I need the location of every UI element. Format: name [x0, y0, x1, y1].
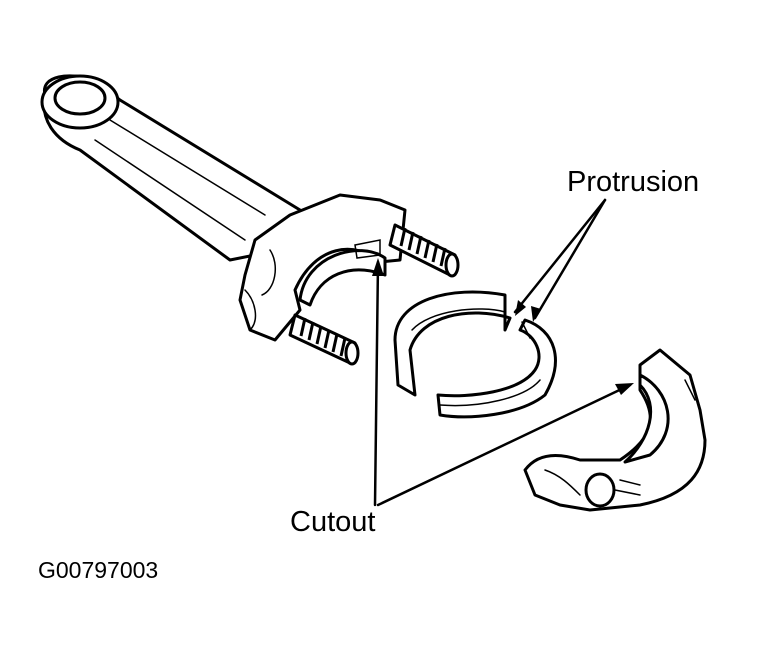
rod-cap	[523, 348, 707, 512]
lower-rod-bolt	[288, 313, 360, 366]
cutout-arrowhead-1	[372, 258, 384, 276]
bearing-shells	[393, 290, 557, 419]
upper-bearing-shell	[393, 290, 512, 397]
lower-bearing-shell	[436, 318, 557, 419]
cutout-leader-1	[373, 260, 380, 507]
connecting-rod	[40, 74, 407, 342]
protrusion-leader-2	[533, 198, 607, 320]
protrusion-leader-1	[513, 198, 607, 314]
callout-leaders	[372, 198, 634, 507]
rod-bolts	[288, 223, 460, 366]
upper-rod-bolt	[388, 223, 460, 278]
cutout-arrowhead-2	[615, 383, 634, 395]
protrusion-label: Protrusion	[567, 166, 699, 198]
cutout-leader-2	[376, 383, 632, 507]
protrusion-arrowhead-2	[531, 306, 541, 322]
protrusion-arrowhead-1	[515, 300, 526, 316]
figure-id: G00797003	[38, 557, 158, 583]
cutout-label: Cutout	[290, 506, 375, 538]
